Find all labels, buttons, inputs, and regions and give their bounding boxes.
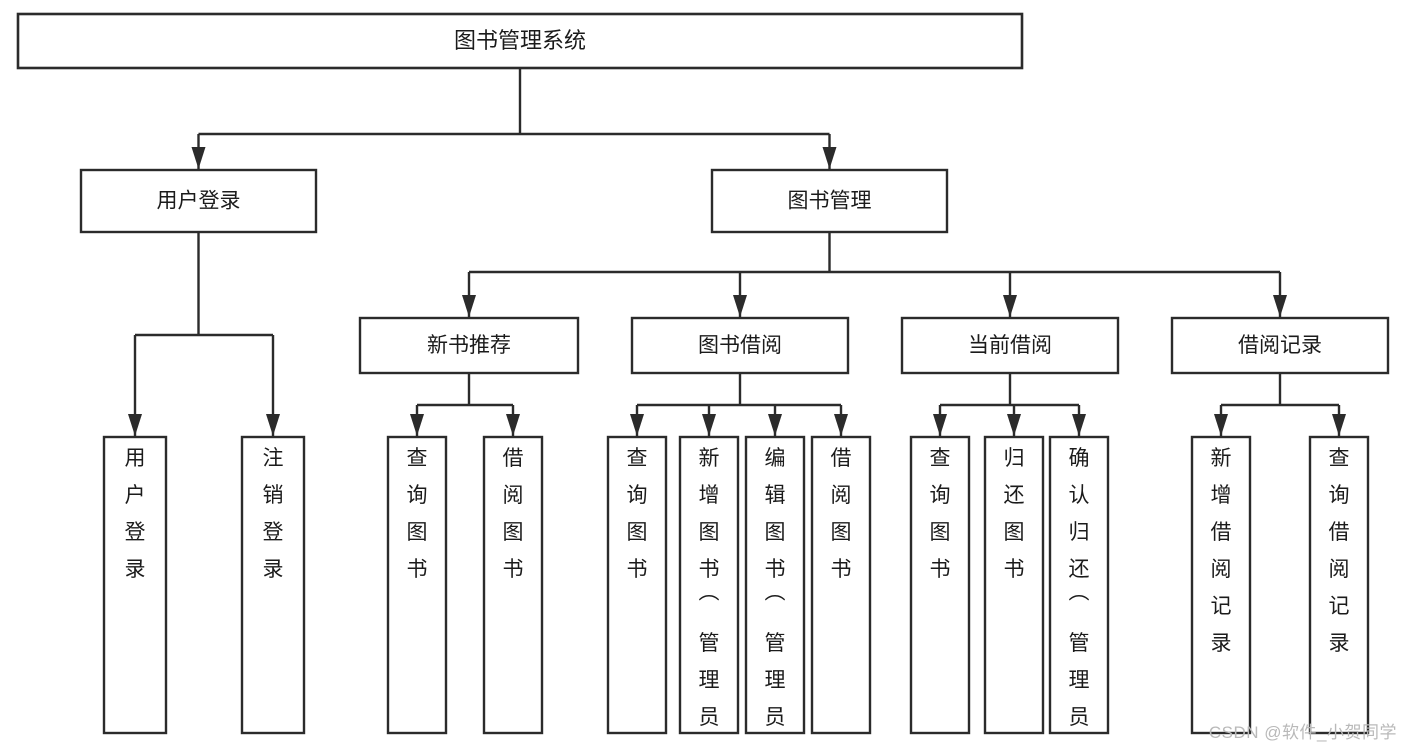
node-label: 图书管理 <box>788 190 872 213</box>
arrow-head-icon <box>1007 414 1021 436</box>
node-book-management[interactable]: 图书管理 <box>710 168 949 234</box>
node-query-book-1[interactable]: 查询图书 <box>386 435 448 735</box>
arrow-head-icon <box>1003 295 1017 317</box>
arrow-head-icon <box>834 414 848 436</box>
arrow-head-icon <box>630 414 644 436</box>
arrow-head-icon <box>733 295 747 317</box>
node-label: 图书管理系统 <box>454 28 586 53</box>
node-box[interactable] <box>1048 435 1110 735</box>
node-box[interactable] <box>1308 435 1370 735</box>
node-label: 查询图书 <box>627 447 648 581</box>
node-current-borrow[interactable]: 当前借阅 <box>900 316 1120 375</box>
node-box[interactable] <box>1170 316 1390 375</box>
node-label: 查询借阅记录 <box>1329 447 1350 655</box>
node-box[interactable] <box>482 435 544 735</box>
node-add-book-admin[interactable]: 新增图书⌒管理员⌣ <box>678 435 740 747</box>
node-return-book[interactable]: 归还图书 <box>983 435 1045 735</box>
node-label: 用户登录 <box>125 447 146 581</box>
node-query-book-3[interactable]: 查询图书 <box>909 435 971 735</box>
csdn-watermark: CSDN @软件_小贺同学 <box>1208 723 1397 742</box>
node-label: 查询图书 <box>930 447 951 581</box>
node-label: 用户登录 <box>157 190 241 213</box>
arrow-head-icon <box>1214 414 1228 436</box>
node-user-logout-leaf[interactable]: 注销登录 <box>240 435 306 735</box>
node-label: 借阅图书 <box>503 447 524 581</box>
node-box[interactable] <box>900 316 1120 375</box>
node-label: 编辑图书⌒管理员⌣ <box>765 447 786 747</box>
node-box[interactable] <box>810 435 872 735</box>
node-label: 当前借阅 <box>968 334 1052 357</box>
arrow-head-icon <box>191 147 206 169</box>
arrow-head-icon <box>768 414 782 436</box>
node-user-login-leaf[interactable]: 用户登录 <box>102 435 168 735</box>
arrow-head-icon <box>410 414 424 436</box>
node-borrow-record[interactable]: 借阅记录 <box>1170 316 1390 375</box>
arrow-head-icon <box>822 147 837 169</box>
arrow-head-icon <box>506 414 520 436</box>
node-user-login[interactable]: 用户登录 <box>79 168 318 234</box>
node-box[interactable] <box>16 12 1024 70</box>
connector-layer <box>128 68 1346 436</box>
node-label: 归还图书 <box>1004 447 1025 581</box>
arrow-head-icon <box>1072 414 1086 436</box>
node-label: 查询图书 <box>407 447 428 581</box>
node-edit-book-admin[interactable]: 编辑图书⌒管理员⌣ <box>744 435 806 747</box>
node-box[interactable] <box>630 316 850 375</box>
node-query-borrow-record[interactable]: 查询借阅记录 <box>1308 435 1370 735</box>
arrow-head-icon <box>1332 414 1346 436</box>
node-query-book-2[interactable]: 查询图书 <box>606 435 668 735</box>
arrow-head-icon <box>266 414 280 436</box>
node-box[interactable] <box>240 435 306 735</box>
node-box[interactable] <box>909 435 971 735</box>
node-label: 注销登录 <box>263 447 284 581</box>
node-box[interactable] <box>983 435 1045 735</box>
node-label: 新增借阅记录 <box>1211 447 1232 655</box>
node-label: 图书借阅 <box>698 334 782 357</box>
node-root-system[interactable]: 图书管理系统 <box>16 12 1024 70</box>
node-add-borrow-record[interactable]: 新增借阅记录 <box>1190 435 1252 735</box>
node-new-book-recommend[interactable]: 新书推荐 <box>358 316 580 375</box>
arrow-head-icon <box>462 295 476 317</box>
node-box[interactable] <box>710 168 949 234</box>
node-layer: 图书管理系统用户登录图书管理用户登录注销登录新书推荐查询图书借阅图书图书借阅查询… <box>16 12 1390 747</box>
arrow-head-icon <box>1273 295 1287 317</box>
node-box[interactable] <box>744 435 806 735</box>
arrow-head-icon <box>933 414 947 436</box>
arrow-head-icon <box>702 414 716 436</box>
node-borrow-book-2[interactable]: 借阅图书 <box>810 435 872 735</box>
node-book-borrow[interactable]: 图书借阅 <box>630 316 850 375</box>
node-box[interactable] <box>79 168 318 234</box>
arrow-head-icon <box>128 414 142 436</box>
node-box[interactable] <box>358 316 580 375</box>
node-box[interactable] <box>606 435 668 735</box>
node-label: 借阅记录 <box>1238 334 1322 357</box>
node-label: 新增图书⌒管理员⌣ <box>699 447 720 747</box>
node-label: 确认归还⌒管理员⌣ <box>1069 447 1090 747</box>
node-confirm-return-admin[interactable]: 确认归还⌒管理员⌣ <box>1048 435 1110 747</box>
node-box[interactable] <box>678 435 740 735</box>
node-borrow-book-1[interactable]: 借阅图书 <box>482 435 544 735</box>
node-box[interactable] <box>102 435 168 735</box>
node-label: 借阅图书 <box>831 447 852 581</box>
node-label: 新书推荐 <box>427 334 511 357</box>
node-box[interactable] <box>1190 435 1252 735</box>
node-box[interactable] <box>386 435 448 735</box>
